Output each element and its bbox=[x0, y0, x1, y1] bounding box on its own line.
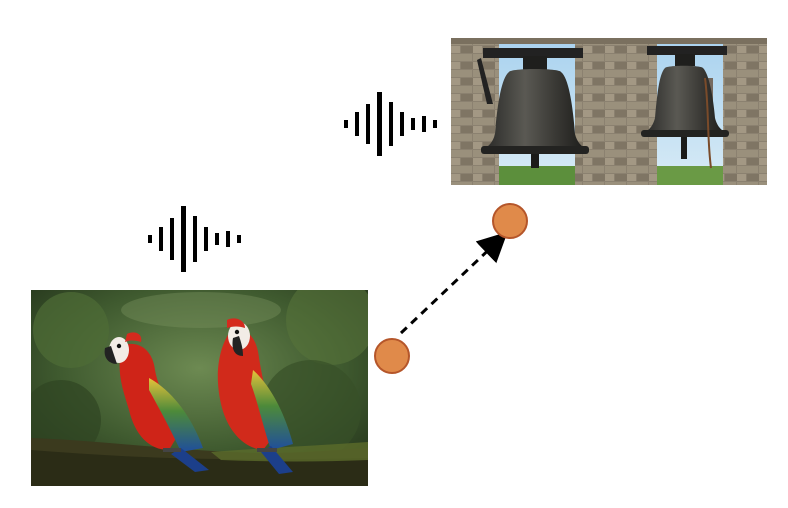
target-marker bbox=[492, 203, 528, 239]
parrot-photo bbox=[31, 290, 368, 486]
source-marker bbox=[374, 338, 410, 374]
sound-wave-icon bbox=[148, 206, 250, 272]
bells-photo bbox=[451, 38, 767, 185]
dashed-arrow bbox=[399, 231, 508, 335]
sound-wave-icon bbox=[344, 92, 446, 156]
